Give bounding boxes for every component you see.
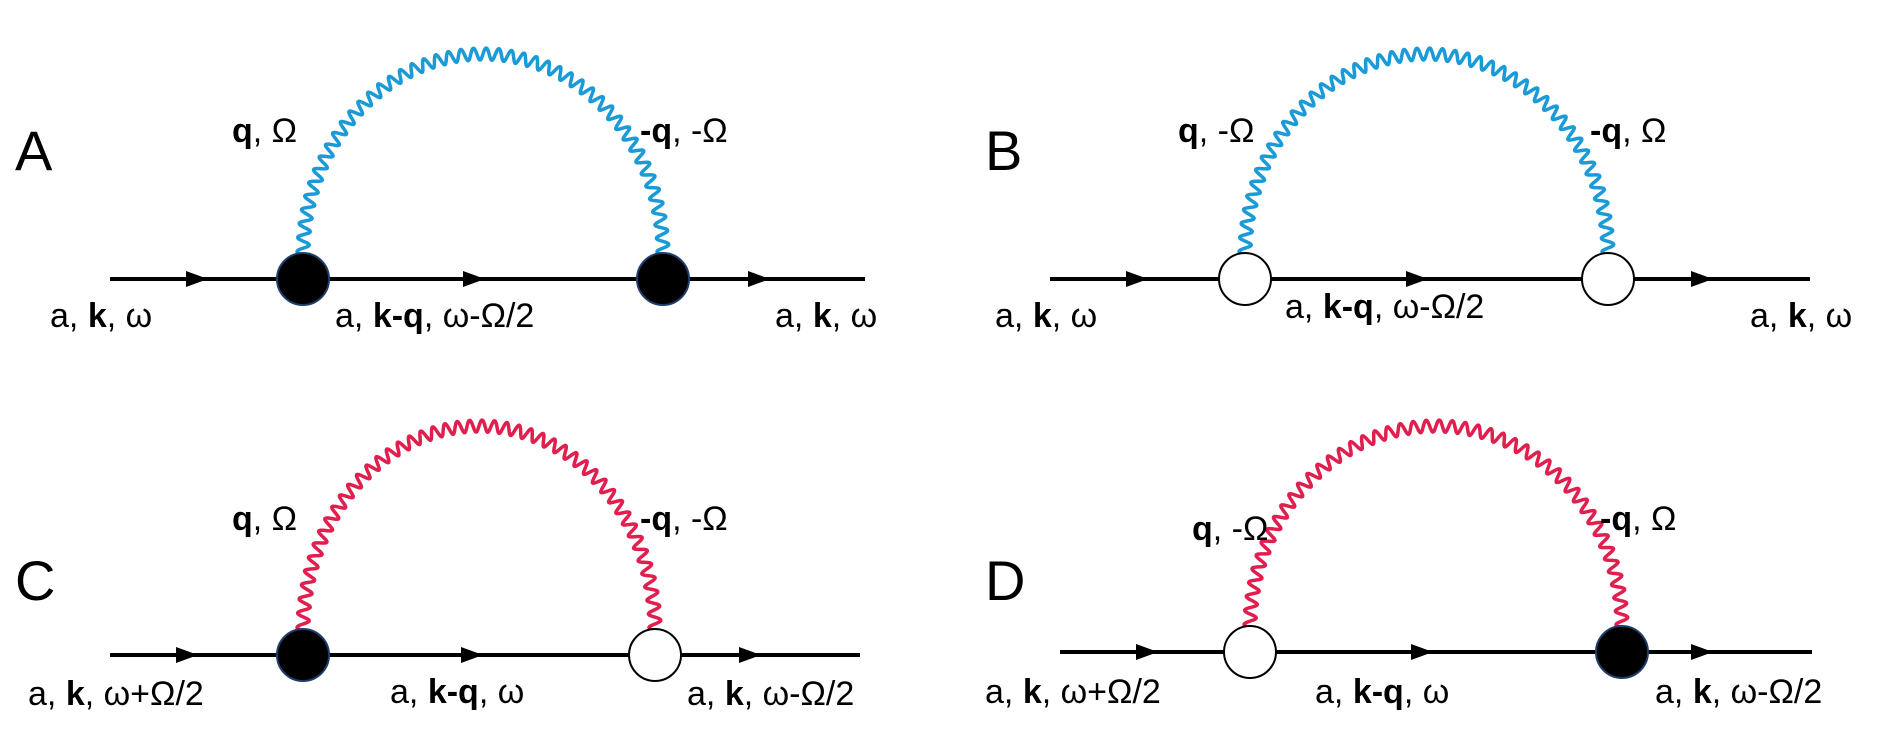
right-vertex-filled	[1595, 625, 1649, 679]
arrow-icon	[463, 271, 485, 287]
left-vertex-filled	[276, 252, 330, 306]
photon-propagator	[295, 46, 671, 257]
arrow-icon	[1691, 644, 1713, 660]
arrow-icon	[1691, 271, 1713, 287]
incoming-label: a, k, ω+Ω/2	[985, 673, 1161, 711]
outgoing-label: a, k, ω-Ω/2	[687, 675, 854, 713]
arrow-icon	[1136, 644, 1158, 660]
arrow-icon	[739, 647, 761, 663]
arrow-icon	[186, 271, 208, 287]
outgoing-label: a, k, ω-Ω/2	[1655, 673, 1822, 711]
photon-left-label: q, Ω	[232, 500, 297, 538]
photon-right-label: -q, -Ω	[640, 112, 728, 150]
photon-right-label: -q, Ω	[1600, 500, 1676, 538]
arrow-icon	[1126, 271, 1148, 287]
panel-letter: D	[985, 549, 1025, 612]
outgoing-label: a, k, ω	[1750, 297, 1852, 335]
left-vertex-filled	[276, 628, 330, 682]
arrow-icon	[1411, 644, 1433, 660]
photon-propagator	[1237, 46, 1616, 257]
photon-left-label: q, -Ω	[1192, 510, 1268, 548]
right-vertex-open	[1581, 252, 1635, 306]
panel-letter: C	[15, 549, 55, 612]
incoming-label: a, k, ω	[50, 297, 152, 335]
panel-d: Dq, -Ω -q, Ω a, k, ω+Ω/2 a, k-q, ω a, k, ω-Ω…	[985, 418, 1822, 711]
photon-propagator	[295, 418, 663, 633]
right-vertex-open	[628, 628, 682, 682]
photon-propagator	[1242, 418, 1630, 630]
internal-label: a, k-q, ω	[1315, 673, 1449, 711]
panel-letter: A	[15, 119, 53, 182]
right-vertex-filled	[636, 252, 690, 306]
photon-right-label: -q, -Ω	[640, 500, 728, 538]
internal-label: a, k-q, ω-Ω/2	[1285, 288, 1484, 326]
incoming-label: a, k, ω	[995, 297, 1097, 335]
photon-left-label: q, -Ω	[1178, 112, 1254, 150]
incoming-label: a, k, ω+Ω/2	[28, 675, 204, 713]
internal-label: a, k-q, ω	[390, 673, 524, 711]
panel-letter: B	[985, 119, 1022, 182]
arrow-icon	[461, 647, 483, 663]
arrow-icon	[748, 271, 770, 287]
outgoing-label: a, k, ω	[775, 297, 877, 335]
panel-c: Cq, Ω -q, -Ω a, k, ω+Ω/2 a, k-q, ω a, k, ω-Ω…	[15, 418, 860, 713]
arrow-icon	[1406, 271, 1428, 287]
photon-left-label: q, Ω	[232, 112, 297, 150]
arrow-icon	[176, 647, 198, 663]
internal-label: a, k-q, ω-Ω/2	[335, 297, 534, 335]
left-vertex-open	[1223, 625, 1277, 679]
photon-right-label: -q, Ω	[1590, 112, 1666, 150]
left-vertex-open	[1218, 252, 1272, 306]
